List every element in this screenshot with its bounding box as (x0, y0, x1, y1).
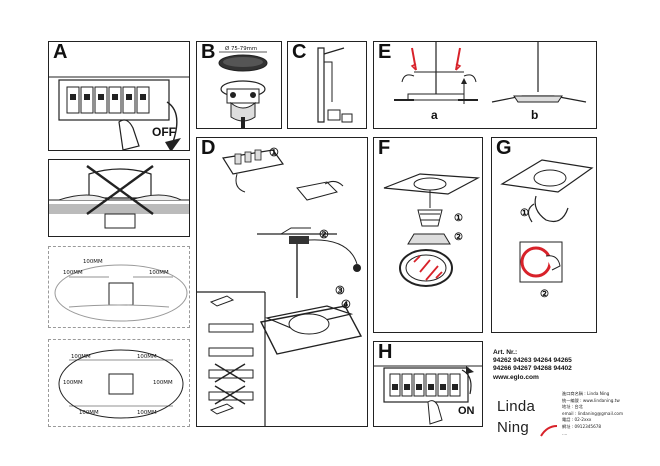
spacing-2-top-right: 100MM (137, 354, 157, 360)
distributor-line-3: 地址 : 台北 (562, 404, 583, 410)
panel-g-step-2: ② (540, 289, 549, 300)
installation-step-e-illustration (394, 42, 587, 104)
panel-g: G ① ② (491, 137, 597, 333)
distributor-line-6: 網址 : 0912345678 (562, 423, 602, 429)
spacing-2-left: 100MM (63, 380, 83, 386)
breaker-on-illustration (374, 365, 482, 425)
lamp-replace-illustration (500, 159, 594, 283)
panel-h: H ON (373, 341, 483, 427)
spacing-illustration-2 (58, 349, 184, 419)
article-block: Art. Nr.: 94262 94263 94264 94265 94266 … (493, 349, 658, 387)
panel-c: C (287, 41, 367, 129)
panel-f: F ① ② (373, 137, 483, 333)
panel-d-step-1: ① (269, 147, 279, 159)
brand-line-1: Linda (497, 398, 536, 415)
spacing-2-top-left: 100MM (71, 354, 91, 360)
distributor-line-1: 進口商名稱 : Linda Ning (562, 391, 610, 396)
ceiling-hole-illustration (218, 51, 268, 128)
spacing-2-bottom-right: 100MM (137, 410, 157, 416)
panel-d-step-3: ③ (335, 285, 345, 297)
breaker-box-illustration (49, 76, 189, 150)
spacing-1-top-right: 100MM (149, 270, 169, 276)
panel-g-letter: G (496, 137, 512, 159)
distributor-line-7: .... (562, 430, 568, 436)
panel-b: B Ø 75-79mm (196, 41, 282, 129)
spacing-1-left: 100MM (83, 259, 103, 265)
spacing-illustration-1 (54, 264, 188, 322)
distributor-line-4: email : lindaning@gmail.com (562, 410, 624, 416)
panel-d: D ① ② ③ ④ (196, 137, 368, 427)
spacing-2-right: 100MM (153, 380, 173, 386)
panel-d-step-2: ② (319, 229, 329, 241)
sub-label-b: b (531, 108, 539, 122)
distributor-line-5: 電話 : 02-2xxx (562, 417, 592, 423)
article-numbers-line-1: 94262 94263 94264 94265 (493, 357, 572, 365)
no-insulation-illustration (49, 165, 189, 229)
article-numbers-line-2: 94266 94267 94268 94402 (493, 365, 572, 373)
brand-line-2: Ning (497, 419, 530, 436)
panel-e-letter: E (378, 41, 392, 63)
panel-a: A OFF (48, 41, 190, 151)
diameter-label: Ø 75-79mm (225, 46, 258, 52)
panel-f-step-2: ② (454, 232, 463, 243)
panel-no-insulation (48, 159, 190, 237)
article-website: www.eglo.com (493, 373, 539, 381)
on-label: ON (458, 405, 475, 417)
panel-a-letter: A (53, 41, 68, 63)
spacing-1-top-left: 100MM (63, 270, 83, 276)
wiring-illustration (197, 149, 363, 426)
sub-label-a: a (431, 108, 438, 122)
panel-e: E a b (373, 41, 597, 129)
panel-b-letter: B (201, 41, 216, 63)
panel-g-step-1: ① (520, 208, 529, 219)
panel-f-step-1: ① (454, 213, 463, 224)
distributor-line-2: 統一編號 : www.lindaning.tw (562, 397, 620, 403)
panel-c-letter: C (292, 41, 307, 63)
off-label: OFF (152, 125, 176, 139)
panel-spacing-2: 100MM 100MM 100MM 100MM 100MM 100MM (48, 339, 190, 427)
panel-f-letter: F (378, 137, 391, 159)
article-heading: Art. Nr.: (493, 349, 518, 356)
panel-d-step-4: ④ (341, 299, 351, 311)
panel-d-letter: D (201, 137, 216, 159)
distributor-info: 進口商名稱 : Linda Ning 統一編號 : www.lindaning.… (562, 391, 657, 437)
spacing-2-bottom-left: 100MM (79, 410, 99, 416)
panel-h-letter: H (378, 341, 393, 363)
spring-clip-illustration (317, 47, 353, 123)
panel-spacing-1: 100MM 100MM 100MM (48, 246, 190, 328)
brand-swoosh-icon (540, 425, 558, 437)
lamp-insert-illustration (383, 173, 481, 287)
